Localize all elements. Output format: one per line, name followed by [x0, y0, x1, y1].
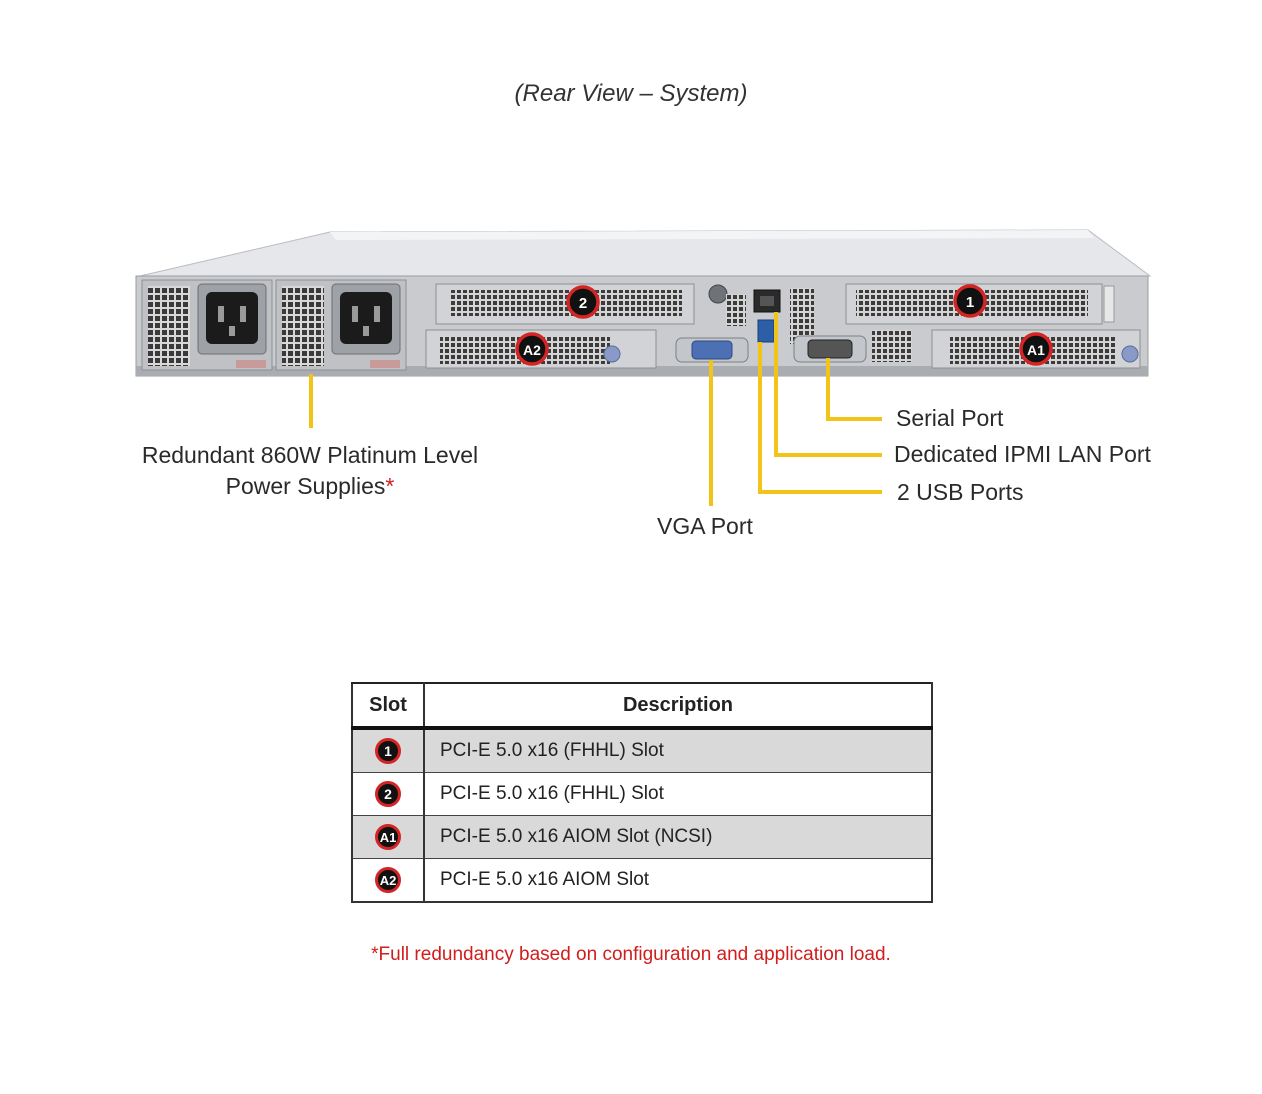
- pcie-slot-2: [435, 283, 695, 325]
- table-row: A2 PCI-E 5.0 x16 AIOM Slot: [351, 858, 933, 903]
- slot-description: PCI-E 5.0 x16 (FHHL) Slot: [423, 727, 933, 773]
- slot-badge: A2: [375, 867, 401, 893]
- badge-slot-2-label: 2: [579, 295, 587, 312]
- slot-badge: 1: [375, 738, 401, 764]
- header-description: Description: [423, 682, 933, 730]
- badge-slot-1-label: 1: [966, 294, 974, 311]
- psu-callout-line1: Redundant 860W Platinum Level: [141, 442, 479, 468]
- callout-line-serial: [826, 358, 882, 421]
- slot-table-header: Slot Description: [351, 682, 933, 730]
- slot-description: PCI-E 5.0 x16 (FHHL) Slot: [423, 772, 933, 816]
- badge-slot-2: 2: [566, 285, 600, 319]
- table-row: 1 PCI-E 5.0 x16 (FHHL) Slot: [351, 727, 933, 773]
- psu-callout: Redundant 860W Platinum Level Power Supp…: [110, 440, 510, 502]
- callout-lines: [309, 312, 882, 506]
- header-slot: Slot: [351, 682, 425, 730]
- callout-line-usb: [758, 342, 882, 494]
- slot-description: PCI-E 5.0 x16 AIOM Slot: [423, 858, 933, 903]
- serial-port-callout: Serial Port: [896, 405, 1004, 431]
- io-panel: [675, 284, 912, 363]
- badge-slot-a1: A1: [1019, 332, 1053, 366]
- badge-slot-a2: A2: [515, 332, 549, 366]
- psu-asterisk: *: [385, 473, 395, 499]
- badge-slot-a2-label: A2: [523, 342, 541, 358]
- table-row: A1 PCI-E 5.0 x16 AIOM Slot (NCSI): [351, 815, 933, 859]
- slot-badge: 2: [375, 781, 401, 807]
- power-supply-1: [141, 279, 273, 371]
- server-rear-illustration: 2 1 A2 A1: [135, 229, 1152, 506]
- slot-table: Slot Description 1 PCI-E 5.0 x16 (FHHL) …: [351, 682, 933, 903]
- psu-callout-text: Power Supplies: [225, 473, 386, 499]
- table-row: 2 PCI-E 5.0 x16 (FHHL) Slot: [351, 772, 933, 816]
- badge-slot-a1-label: A1: [1027, 342, 1045, 358]
- ipmi-lan-callout: Dedicated IPMI LAN Port: [894, 441, 1151, 467]
- diagram-title: (Rear View – System): [514, 80, 748, 107]
- slot-description: PCI-E 5.0 x16 AIOM Slot (NCSI): [423, 815, 933, 859]
- usb-ports-callout: 2 USB Ports: [897, 479, 1024, 505]
- slot-badge: A1: [375, 824, 401, 850]
- power-supply-2: [275, 279, 407, 371]
- psu-callout-line2: Power Supplies*: [110, 471, 510, 502]
- callout-line-ipmi: [774, 312, 882, 457]
- vga-port-callout: VGA Port: [657, 513, 753, 539]
- badge-slot-1: 1: [953, 284, 987, 318]
- footnote: *Full redundancy based on configuration …: [371, 944, 891, 965]
